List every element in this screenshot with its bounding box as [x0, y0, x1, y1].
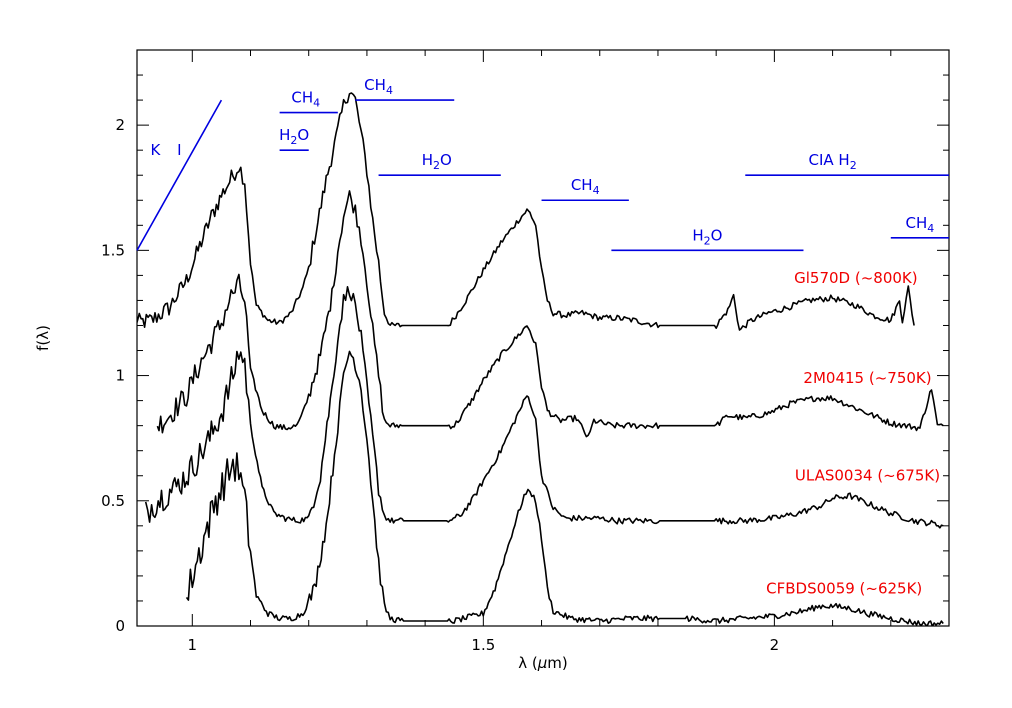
x-tick-label: 1 [188, 636, 198, 654]
star-labels: Gl570D (~800K) 2M0415 (~750K) ULAS0034 (~6… [766, 269, 940, 598]
series-gl570d-800k [137, 92, 915, 331]
band-ch4-label: CH4 [364, 76, 393, 97]
band-h2o-label: H2O [422, 151, 452, 172]
x-axis-title: λ (μm) [518, 654, 568, 672]
band-ch4-label: CH4 [571, 176, 600, 197]
series-ulas0034-675k [144, 286, 944, 529]
label-2m0415-750k: 2M0415 (~750K) [803, 369, 931, 387]
band-ch4-label: CH4 [291, 89, 320, 110]
band-k-i-marker [136, 99, 223, 251]
band-ch4-label: CH4 [906, 214, 935, 235]
axis-ticks [137, 49, 950, 627]
band-h2o-label: H2O [279, 126, 309, 147]
y-tick-label: 1.5 [101, 241, 125, 259]
series-2m0415-750k [156, 190, 944, 438]
y-tick-label: 1 [115, 367, 125, 385]
y-tick-label: 0.5 [101, 492, 125, 510]
label-gl570d-800k: Gl570D (~800K) [794, 269, 917, 287]
y-tick-label: 2 [115, 116, 125, 134]
x-tick-label: 1.5 [471, 636, 495, 654]
label-ulas0034-675k: ULAS0034 (~675K) [795, 467, 940, 485]
series-layer [137, 92, 944, 626]
x-tick-label: 2 [770, 636, 780, 654]
series-cfbds0059-625k [185, 350, 944, 626]
tick-labels: 1 1.5 2 0 0.5 1 1.5 2 [101, 116, 779, 654]
plot-frame [136, 49, 950, 627]
y-axis-title: f(λ) [34, 325, 52, 351]
band-k-i-label: K I [150, 141, 187, 159]
band-h2o-label: H2O [692, 226, 722, 247]
y-tick-label: 0 [115, 617, 125, 635]
label-cfbds0059-625k: CFBDS0059 (~625K) [766, 579, 922, 597]
band-cia-h2-label: CIA H2 [808, 151, 856, 172]
